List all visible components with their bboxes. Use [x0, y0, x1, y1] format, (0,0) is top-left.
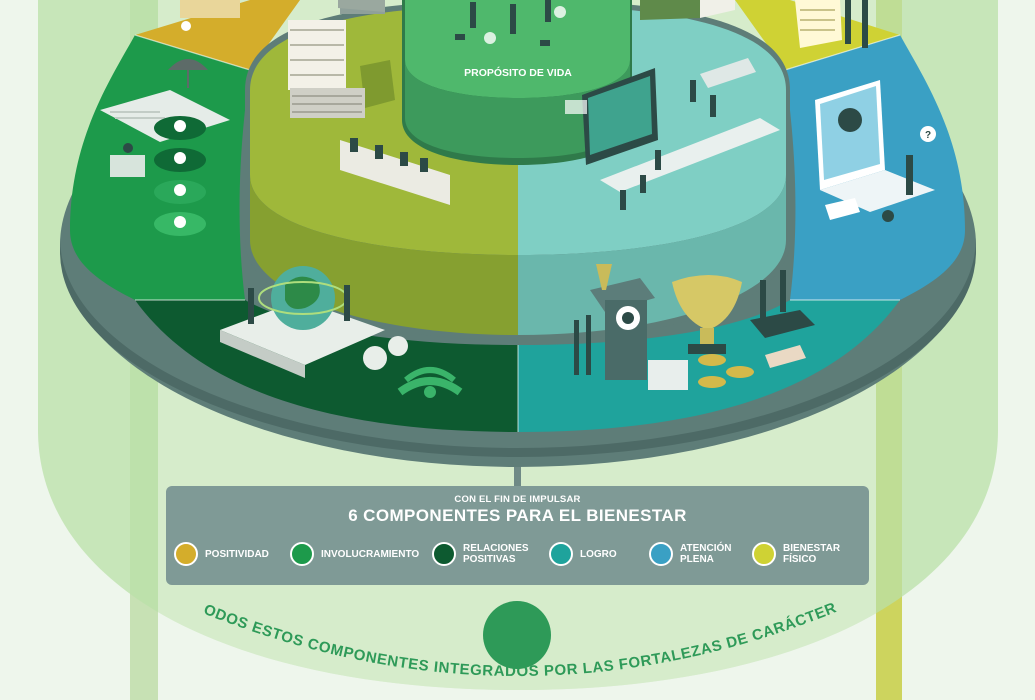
logro-illustration: [574, 264, 815, 390]
segment-positividad: [135, 0, 300, 70]
legend-subtitle: CON EL FIN DE IMPULSAR: [454, 494, 581, 505]
legend-label-bienestar-fisico: BIENESTAR FÍSICO: [783, 543, 841, 565]
atencion-illustration: ?: [815, 80, 936, 222]
legend-item-bienestar-fisico: BIENESTAR FÍSICO: [752, 538, 840, 570]
legend-item-relaciones: RELACIONES POSITIVAS: [432, 538, 529, 570]
center-cylinder: [402, 0, 632, 165]
question-icon: ?: [925, 130, 931, 141]
center-figures-illustration: [455, 0, 566, 46]
swatch-positividad: [174, 542, 198, 566]
bottom-circle: [483, 601, 551, 669]
involucramiento-illustration: [100, 59, 230, 236]
legend-item-involucramiento: INVOLUCRAMIENTO: [290, 538, 419, 570]
center-label: PROPÓSITO DE VIDA: [464, 66, 572, 79]
legend-item-atencion: ATENCIÓN PLENA: [649, 538, 731, 570]
swatch-bienestar-fisico: [752, 542, 776, 566]
legend-label-positividad: POSITIVIDAD: [205, 548, 269, 560]
swatch-relaciones: [432, 542, 456, 566]
swatch-involucramiento: [290, 542, 314, 566]
legend-item-positividad: POSITIVIDAD: [174, 538, 269, 570]
swatch-atencion: [649, 542, 673, 566]
segment-logro: [518, 300, 900, 432]
relaciones-illustration: [220, 266, 463, 398]
legend-label-logro: LOGRO: [580, 548, 617, 560]
legend-panel: CON EL FIN DE IMPULSAR 6 COMPONENTES PAR…: [166, 486, 869, 585]
legend-items: POSITIVIDAD INVOLUCRAMIENTO RELACIONES P…: [174, 538, 861, 570]
legend-label-atencion: ATENCIÓN PLENA: [680, 543, 732, 565]
buildings-illustration: [338, 0, 735, 20]
legend-label-involucramiento: INVOLUCRAMIENTO: [321, 548, 420, 560]
swatch-logro: [549, 542, 573, 566]
classroom-illustration: [565, 58, 780, 210]
legend-item-logro: LOGRO: [549, 538, 617, 570]
connector-stem: [514, 455, 521, 488]
bienestar-fisico-illustration: [795, 0, 868, 48]
legend-title: 6 COMPONENTES PARA EL BIENESTAR: [348, 506, 687, 525]
legend-label-relaciones: RELACIONES POSITIVAS: [463, 543, 529, 565]
